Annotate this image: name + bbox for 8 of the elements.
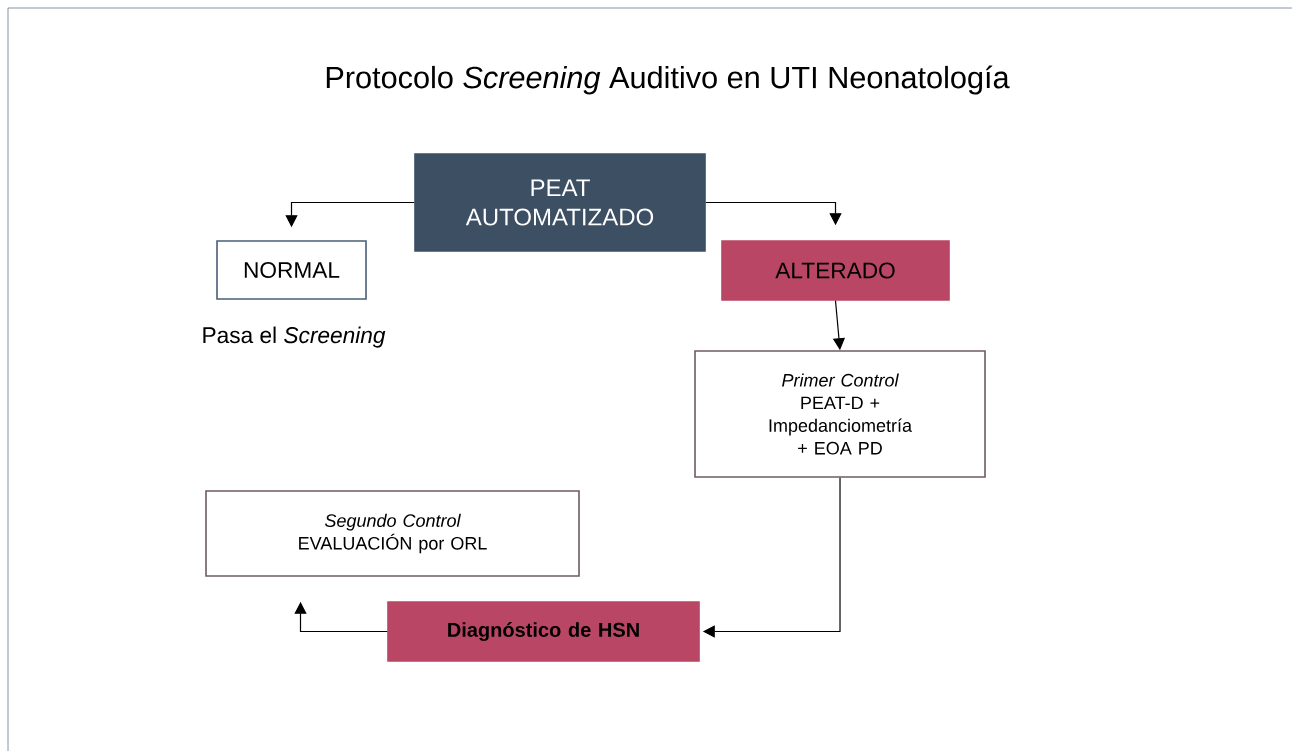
process-box: Primer Control PEAT-D + Impedanciometría + EOA PD <box>694 350 986 478</box>
caption-text: Pasa el Screening <box>203 326 386 348</box>
process-box: PEAT AUTOMATIZADO <box>414 153 706 252</box>
diagnosis-box: Diagnóstico de HSN <box>387 601 700 662</box>
process-box: Segundo Control EVALUACIÓN por ORL <box>205 490 580 577</box>
title: Protocolo Screening Auditivo en UTI Neonatología <box>326 65 1010 95</box>
result-box: NORMAL <box>216 240 367 300</box>
result-box: ALTERADO <box>721 240 950 301</box>
